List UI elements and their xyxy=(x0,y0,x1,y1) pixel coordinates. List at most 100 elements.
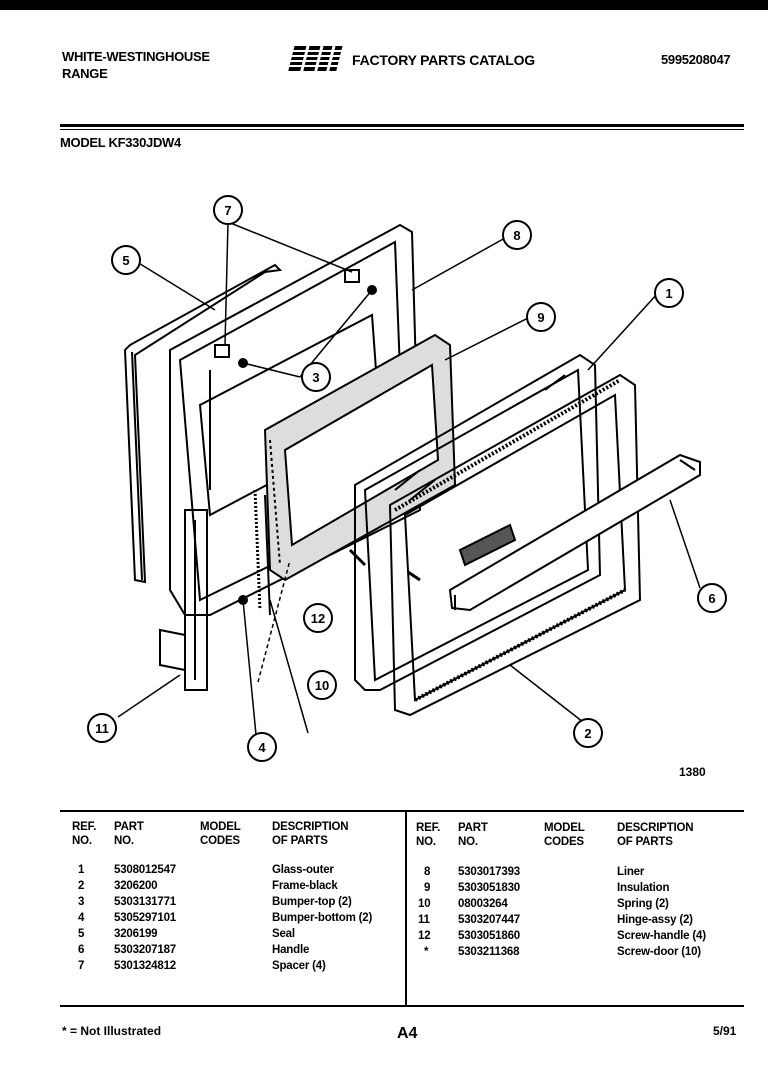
callout-label: 3 xyxy=(312,370,319,385)
callout-label: 12 xyxy=(311,611,325,626)
callout-9 xyxy=(526,302,556,332)
header-desc-line1: DESCRIPTION xyxy=(617,822,694,834)
page-number: A4 xyxy=(397,1025,418,1042)
leader-lines xyxy=(117,221,701,746)
header-ref-line2: NO. xyxy=(416,836,436,848)
part-cell: 5303207187 xyxy=(114,944,176,956)
part-cell: 5303051830 xyxy=(458,882,520,894)
desc-cell: Frame-black xyxy=(272,880,338,892)
callout-label: 4 xyxy=(258,740,266,755)
catalog-title: FACTORY PARTS CATALOG xyxy=(352,52,535,68)
part-cell: 5305297101 xyxy=(114,912,176,924)
header-ref-line1: REF. xyxy=(72,821,97,833)
part-cell: 5303207447 xyxy=(458,914,520,926)
callout-label: 11 xyxy=(95,721,109,736)
ref-cell: 10 xyxy=(418,898,431,910)
ref-cell: 8 xyxy=(424,866,431,878)
header-desc-line2: OF PARTS xyxy=(617,836,673,848)
screw-handle-part xyxy=(348,548,367,567)
header-part-line2: NO. xyxy=(458,836,478,848)
header-model-line1: MODEL xyxy=(544,822,585,834)
header-part: PART NO. xyxy=(458,821,488,849)
product-type: RANGE xyxy=(62,66,108,81)
desc-cell: Screw-handle (4) xyxy=(617,930,706,942)
header-model: MODEL CODES xyxy=(544,821,585,849)
part-cell: 5303051860 xyxy=(458,930,520,942)
header-part-line1: PART xyxy=(458,822,488,834)
header-ref: REF. NO. xyxy=(72,820,96,848)
desc-cell: Screw-door (10) xyxy=(617,946,701,958)
desc-cell: Liner xyxy=(617,866,645,878)
catalog-number: 5995208047 xyxy=(661,52,731,67)
header-ref-line1: REF. xyxy=(416,822,441,834)
header-rule-thin xyxy=(60,129,744,130)
part-cell: 5308012547 xyxy=(114,864,176,876)
callout-label: 1 xyxy=(665,286,672,301)
desc-cell: Bumper-bottom (2) xyxy=(272,912,373,924)
callout-12 xyxy=(303,603,333,633)
spacer-part xyxy=(214,344,230,358)
screw-handle-part xyxy=(407,570,421,582)
header-description: DESCRIPTION OF PARTS xyxy=(617,821,694,849)
ref-cell: 3 xyxy=(78,896,85,908)
part-cell: 5303131771 xyxy=(114,896,176,908)
ref-cell: 9 xyxy=(424,882,431,894)
callout-label: 10 xyxy=(315,678,329,693)
callout-label: 8 xyxy=(513,228,520,243)
callout-5 xyxy=(111,245,141,275)
part-cell: 5303017393 xyxy=(458,866,520,878)
brand-block: WHITE-WESTINGHOUSE RANGE xyxy=(62,48,210,82)
ref-cell: 12 xyxy=(418,930,431,942)
frame-black-part xyxy=(388,373,642,717)
part-cell: 5303211368 xyxy=(458,946,520,958)
insulation-part xyxy=(263,333,457,582)
ref-cell: 1 xyxy=(78,864,85,876)
desc-cell: Spring (2) xyxy=(617,898,669,910)
callout-label: 7 xyxy=(224,203,231,218)
part-cell: 3206200 xyxy=(114,880,158,892)
figure-number: 1380 xyxy=(679,765,706,779)
callout-group xyxy=(87,195,727,762)
header-model-line1: MODEL xyxy=(200,821,241,833)
ref-cell: * xyxy=(424,946,429,958)
desc-cell: Handle xyxy=(272,944,310,956)
spring-part xyxy=(253,489,271,616)
brand-name: WHITE-WESTINGHOUSE xyxy=(62,49,210,64)
header-model-line2: CODES xyxy=(544,836,584,848)
header-part-line2: NO. xyxy=(114,835,134,847)
desc-cell: Insulation xyxy=(617,882,670,894)
ref-cell: 2 xyxy=(78,880,85,892)
not-illustrated-note: * = Not Illustrated xyxy=(62,1024,162,1038)
part-cell: 08003264 xyxy=(458,898,508,910)
ref-cell: 4 xyxy=(78,912,85,924)
table-divider xyxy=(405,812,407,1005)
callout-6 xyxy=(697,583,727,613)
callout-2 xyxy=(573,718,603,748)
header-description: DESCRIPTION OF PARTS xyxy=(272,820,349,848)
callout-3 xyxy=(301,362,331,392)
header-ref-line2: NO. xyxy=(72,835,92,847)
header-model: MODEL CODES xyxy=(200,820,241,848)
header-model-line2: CODES xyxy=(200,835,240,847)
exploded-door-diagram: 7 5 8 1 9 3 6 12 10 11 4 2 xyxy=(87,195,727,762)
header-desc-line1: DESCRIPTION xyxy=(272,821,349,833)
callout-7 xyxy=(213,195,243,225)
callout-label: 2 xyxy=(584,726,591,741)
desc-cell: Glass-outer xyxy=(272,864,334,876)
callout-1 xyxy=(654,278,684,308)
desc-cell: Bumper-top (2) xyxy=(272,896,352,908)
table-bottom-rule xyxy=(60,1005,744,1007)
spacer-part xyxy=(344,269,360,283)
callout-8 xyxy=(502,220,532,250)
wci-logo xyxy=(288,46,343,71)
hinge-part xyxy=(159,509,208,691)
ref-cell: 5 xyxy=(78,928,85,940)
header-part-line1: PART xyxy=(114,821,144,833)
callout-label: 5 xyxy=(122,253,129,268)
callout-label: 6 xyxy=(708,591,715,606)
callout-label: 9 xyxy=(537,310,544,325)
ref-cell: 6 xyxy=(78,944,85,956)
model-number: MODEL KF330JDW4 xyxy=(60,135,181,150)
seal-part xyxy=(123,263,283,584)
desc-cell: Seal xyxy=(272,928,295,940)
